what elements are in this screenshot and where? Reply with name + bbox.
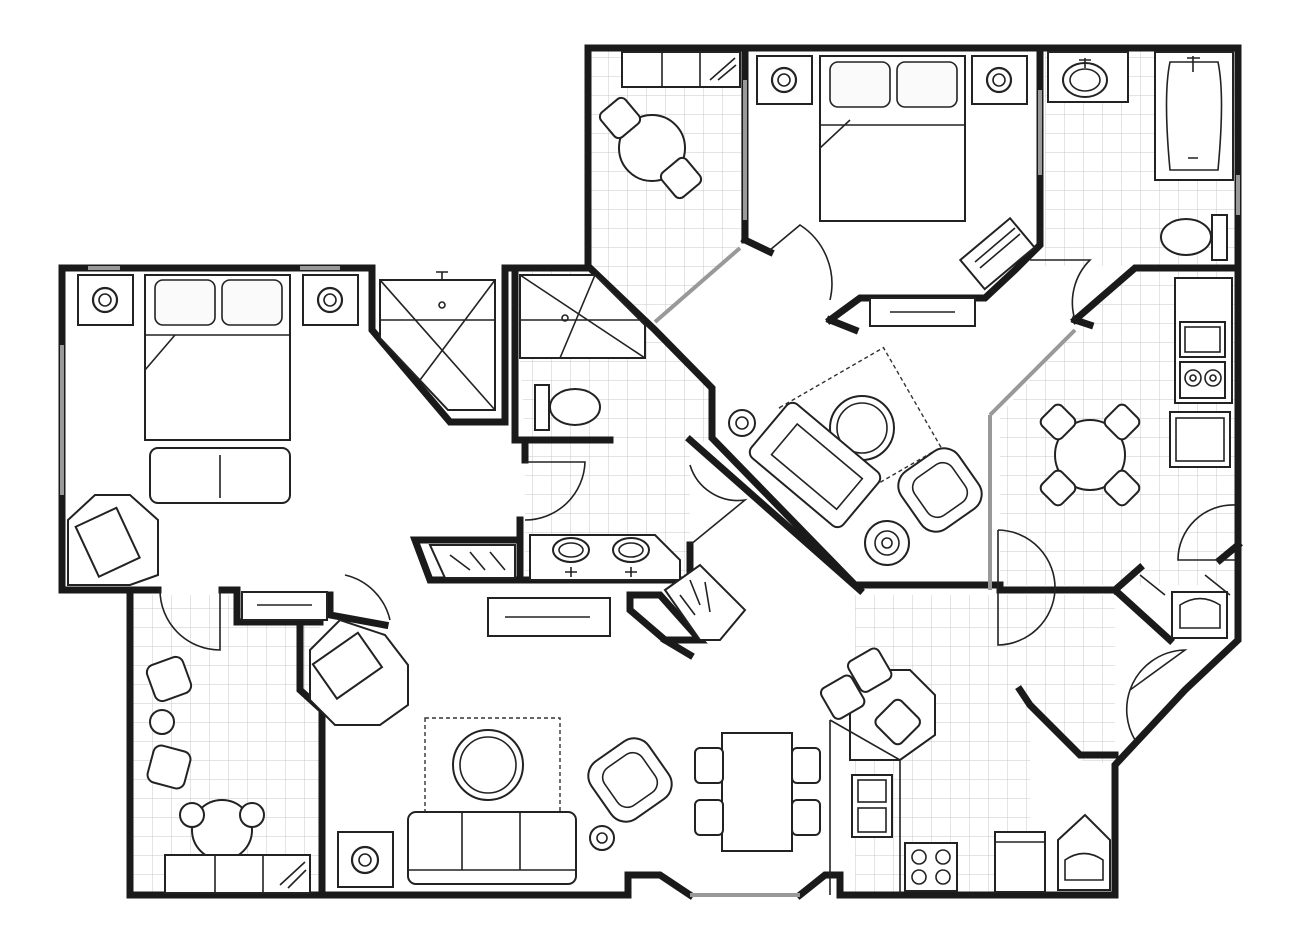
armchair-lower <box>587 737 673 823</box>
sofa-center <box>748 401 882 529</box>
bedroom-top <box>756 55 1036 327</box>
bathtub <box>1154 51 1234 181</box>
sofa-bedroom-left <box>149 447 291 504</box>
living-lower <box>337 563 821 888</box>
living-center <box>728 346 983 566</box>
armchair-center <box>897 447 983 533</box>
windows <box>60 80 1240 897</box>
kitchen-lower <box>819 574 1231 895</box>
window-bench <box>621 51 741 88</box>
sofa-lower <box>407 811 577 885</box>
nightstand-top-1 <box>756 55 813 105</box>
sink-kitchen-lower <box>851 774 893 838</box>
dining-table-right <box>1039 403 1141 507</box>
nightstand-left-1 <box>77 274 134 326</box>
nightstand-top-2 <box>971 55 1028 105</box>
stone-cabinet-left <box>67 494 159 586</box>
master-bath <box>1047 51 1234 261</box>
bench-left <box>164 854 311 894</box>
tv-cabinet-top <box>958 216 1036 291</box>
washer-right <box>1171 591 1228 639</box>
stone-cabinet-center <box>309 618 409 726</box>
end-table-lower <box>337 831 394 888</box>
fridge-kitchen-right <box>1169 411 1231 468</box>
dresser-top <box>869 297 976 327</box>
doors <box>159 224 1236 741</box>
sink-kitchen-right <box>1179 321 1226 358</box>
closet-shelf-bath <box>428 544 516 579</box>
dining-table-lower <box>694 732 821 852</box>
closet-center <box>663 563 747 641</box>
kitchen-right <box>1039 277 1233 639</box>
bedroom-left <box>67 274 359 586</box>
sink-master <box>1047 51 1129 103</box>
washer-lower <box>1057 813 1111 891</box>
nightstand-left-2 <box>302 274 359 326</box>
stove-kitchen-lower <box>904 842 958 892</box>
corner-shower-right <box>519 274 646 359</box>
fridge-kitchen-lower <box>994 831 1046 893</box>
stove-kitchen-right <box>1179 361 1226 399</box>
double-vanity <box>529 534 681 581</box>
toilet-shared <box>534 384 601 431</box>
laundry-lower-right <box>1139 574 1231 596</box>
sitting-left <box>145 591 409 894</box>
bed-left <box>144 274 291 441</box>
corner-shower-left <box>379 271 496 411</box>
dining-nook <box>598 51 741 200</box>
bed-top <box>819 55 966 222</box>
toilet-master <box>1160 214 1228 261</box>
